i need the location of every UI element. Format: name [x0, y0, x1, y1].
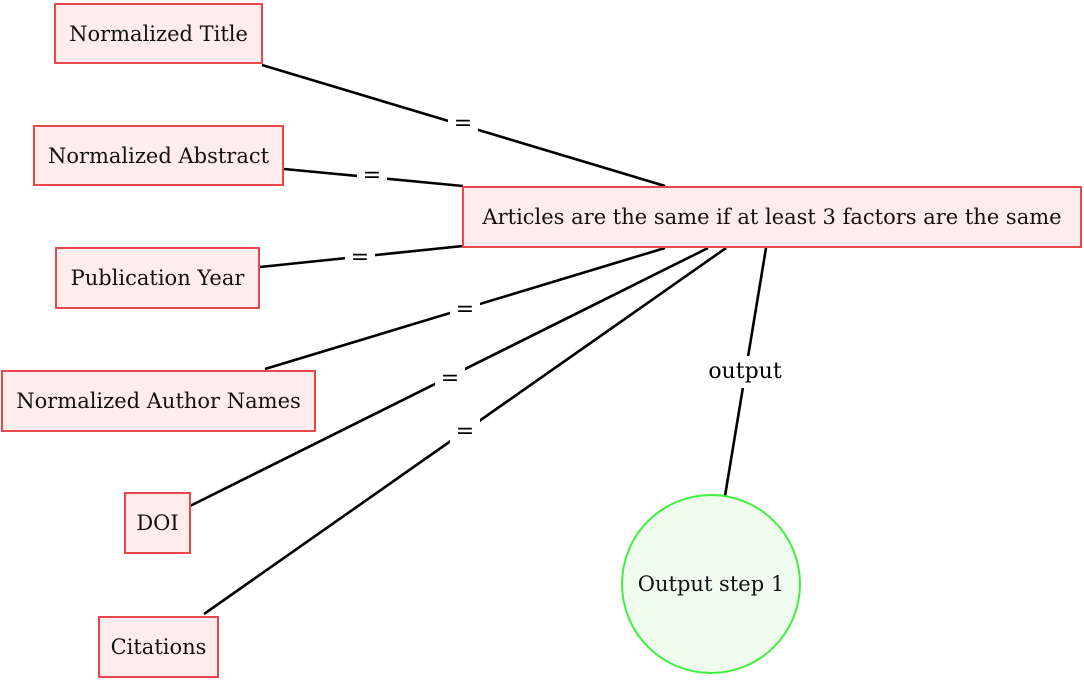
svg-text:=: = [351, 245, 369, 270]
edge-label-output: output [700, 356, 790, 388]
edge-label-authors: = [450, 294, 480, 322]
svg-text:=: = [456, 419, 474, 444]
node-normalized-author-names: Normalized Author Names [1, 370, 316, 432]
edge-label-title: = [448, 108, 478, 136]
node-output-step-1-label: Output step 1 [637, 572, 785, 596]
node-normalized-title-label: Normalized Title [69, 21, 248, 46]
edge-label-year: = [345, 242, 375, 270]
edge-label-citations: = [450, 416, 480, 444]
svg-text:=: = [456, 297, 474, 322]
node-publication-year: Publication Year [55, 247, 260, 309]
node-normalized-abstract-label: Normalized Abstract [47, 143, 270, 168]
node-normalized-author-names-label: Normalized Author Names [16, 389, 301, 413]
node-output-step-1: Output step 1 [621, 494, 801, 674]
svg-text:=: = [441, 366, 459, 391]
node-publication-year-label: Publication Year [70, 266, 245, 290]
node-rule-label: Articles are the same if at least 3 fact… [482, 205, 1062, 229]
svg-text:output: output [708, 359, 782, 384]
svg-text:=: = [363, 163, 381, 188]
node-normalized-abstract: Normalized Abstract [33, 125, 284, 186]
svg-text:=: = [454, 111, 472, 136]
node-normalized-title: Normalized Title [54, 3, 263, 64]
node-citations-label: Citations [110, 635, 207, 659]
node-doi: DOI [124, 492, 191, 554]
node-rule: Articles are the same if at least 3 fact… [462, 186, 1082, 248]
node-doi-label: DOI [136, 511, 179, 535]
edge-label-doi: = [435, 363, 465, 391]
node-citations: Citations [98, 616, 219, 678]
edge-label-abstract: = [357, 160, 387, 188]
